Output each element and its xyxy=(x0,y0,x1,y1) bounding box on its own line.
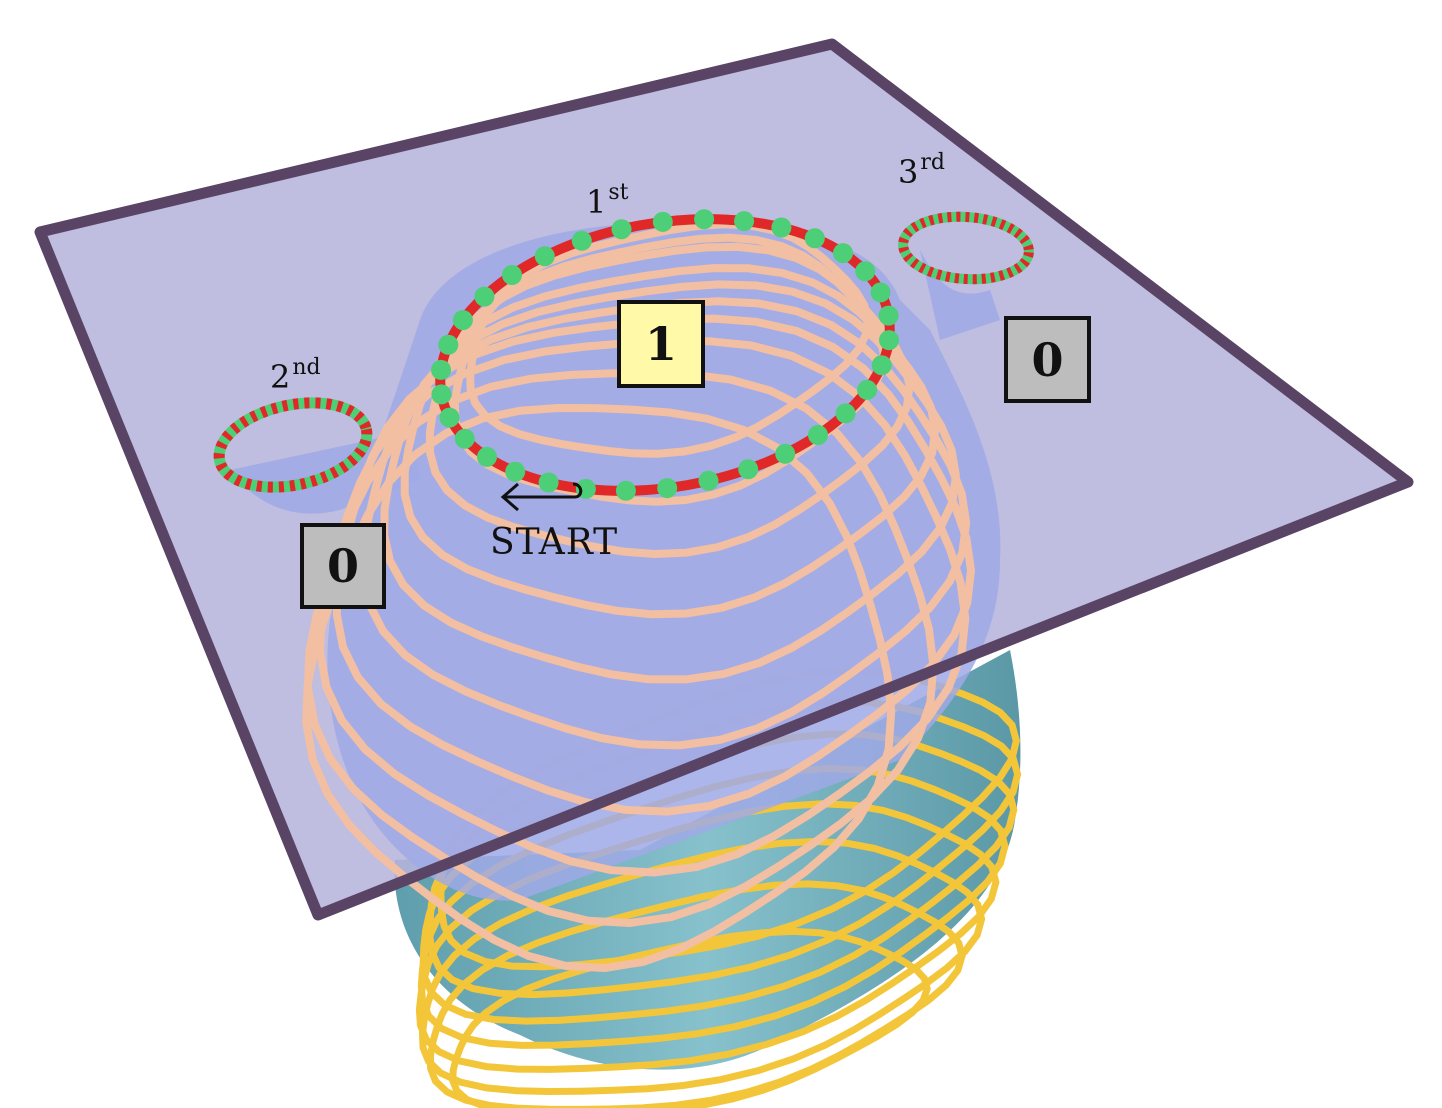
boundary-sample-dot xyxy=(431,359,451,380)
loop-label-3rd-num: 3 xyxy=(898,153,919,191)
boundary-sample-dot xyxy=(870,282,891,303)
boundary-sample-dot xyxy=(657,478,678,499)
boundary-loop-3rd xyxy=(898,211,1034,285)
yellow-contour xyxy=(449,927,931,1108)
boundary-sample-dot xyxy=(775,443,796,464)
boundary-sample-dot xyxy=(438,334,459,355)
boundary-sample-dot xyxy=(694,209,715,230)
loop-label-1st-num: 1 xyxy=(586,183,607,221)
boundary-sample-dot xyxy=(738,459,759,480)
boundary-loop-1st xyxy=(431,209,899,501)
boundary-sample-dot xyxy=(538,472,559,493)
boundary-sample-dot xyxy=(833,243,853,264)
boundary-sample-dot xyxy=(534,246,555,267)
boundary-sample-dot xyxy=(571,230,592,251)
value-box-right: 0 xyxy=(1004,316,1091,403)
boundary-sample-dot xyxy=(808,425,828,445)
boundary-sample-dot xyxy=(474,286,495,307)
loop-label-3rd-suffix: rd xyxy=(920,150,945,175)
boundary-sample-dot xyxy=(452,310,473,331)
boundary-sample-dot xyxy=(879,330,899,351)
salmon-contour xyxy=(400,264,940,619)
boundary-sample-dot xyxy=(871,355,892,376)
boundary-sample-dot xyxy=(477,446,497,467)
boundary-sample-dot xyxy=(855,261,876,282)
loop-label-2nd: 2nd xyxy=(270,355,321,396)
boundary-sample-dot xyxy=(771,217,792,238)
boundary-sample-dot xyxy=(505,461,526,482)
loop-label-3rd: 3rd xyxy=(898,150,945,191)
boundary-sample-dot xyxy=(804,228,825,249)
boundary-sample-dot xyxy=(698,470,719,491)
boundary-sample-dot xyxy=(878,305,899,326)
salmon-contour xyxy=(303,368,938,928)
salmon-contour xyxy=(380,280,960,684)
boundary-sample-dot xyxy=(431,384,452,405)
loop-label-1st: 1st xyxy=(586,180,629,221)
boundary-sample-dot xyxy=(611,219,632,240)
boundary-sample-dot xyxy=(502,265,522,285)
loop-label-2nd-num: 2 xyxy=(270,358,291,396)
salmon-contour xyxy=(425,242,914,559)
boundary-loop-2nd xyxy=(213,397,373,493)
salmon-contour xyxy=(302,403,896,973)
loop-label-1st-suffix: st xyxy=(608,180,629,205)
value-box-left: 0 xyxy=(300,523,386,609)
value-box-center: 1 xyxy=(617,300,705,388)
boundary-sample-dot xyxy=(857,379,878,400)
boundary-sample-dot xyxy=(439,407,460,428)
boundary-sample-dot xyxy=(652,211,673,232)
slicing-plane-frame xyxy=(34,38,1414,921)
boundary-sample-dot xyxy=(454,428,475,449)
loop-label-2nd-suffix: nd xyxy=(292,355,321,380)
start-label: START xyxy=(490,522,619,563)
boundary-sample-dot xyxy=(615,480,636,501)
boundary-sample-dot xyxy=(734,211,755,232)
boundary-sample-dot xyxy=(835,403,856,424)
start-arrow xyxy=(500,482,583,512)
